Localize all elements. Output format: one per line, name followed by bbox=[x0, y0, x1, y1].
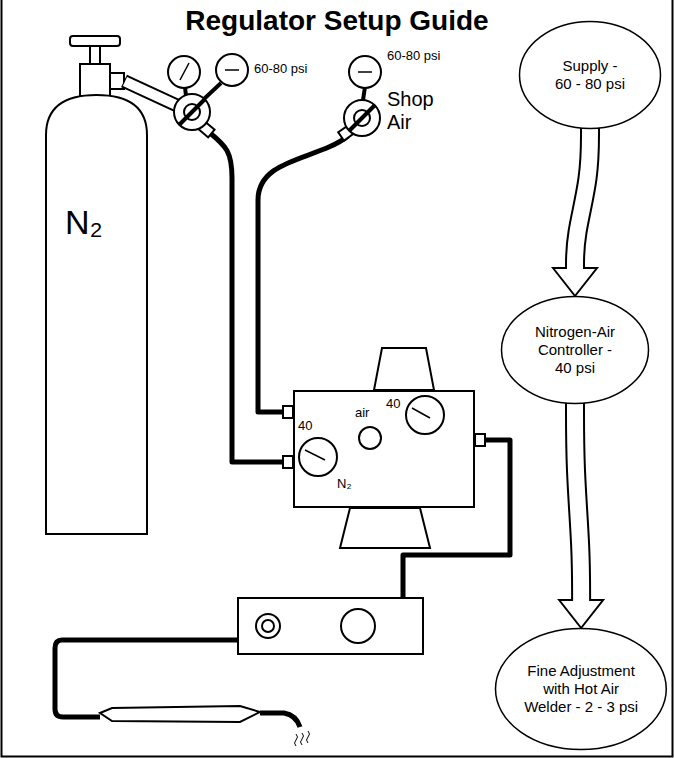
gauge-label: air bbox=[355, 405, 369, 421]
pressure-gauge bbox=[168, 56, 200, 88]
cylinder-outline bbox=[45, 90, 148, 535]
gun-hose bbox=[55, 640, 238, 717]
part-label: 60-80 psi bbox=[254, 62, 307, 77]
welder-knob bbox=[256, 614, 280, 638]
arrow-shaft-fill bbox=[575, 126, 590, 270]
gun-nozzle bbox=[260, 713, 300, 727]
cylinder-label: N₂ bbox=[65, 202, 103, 243]
hose-fitting bbox=[283, 456, 293, 468]
oval-outline bbox=[520, 22, 661, 129]
oval-outline bbox=[502, 297, 649, 404]
regulator-handle bbox=[349, 105, 375, 131]
node-text-holder: Nitrogen-Air Controller - 40 psi bbox=[530, 323, 620, 377]
gauge-needle bbox=[225, 69, 239, 71]
step-text: Fine Adjustment with Hot Air Welder - 2 … bbox=[523, 662, 639, 716]
valve-body bbox=[80, 64, 110, 96]
step-oval: Fine Adjustment with Hot Air Welder - 2 … bbox=[494, 627, 668, 751]
step-oval: Nitrogen-Air Controller - 40 psi bbox=[500, 295, 650, 405]
flow-arrow bbox=[553, 126, 597, 296]
diagram-title: Regulator Setup Guide bbox=[0, 4, 674, 38]
nitrogen-cylinder: N₂ bbox=[45, 90, 148, 535]
air-hose bbox=[258, 136, 348, 412]
regulator-handle bbox=[179, 99, 205, 125]
arrow-head bbox=[559, 600, 603, 628]
arrow-shaft-outline bbox=[575, 126, 590, 270]
pressure-gauge bbox=[349, 56, 381, 88]
gauge-needle bbox=[358, 71, 372, 73]
pressure-gauge bbox=[216, 54, 248, 86]
hose-fitting bbox=[475, 434, 485, 446]
gauge-label: 40 bbox=[298, 418, 312, 434]
regulator-body bbox=[174, 94, 210, 130]
part-label: 60-80 psi bbox=[387, 49, 440, 64]
arrow-shaft-outline bbox=[575, 401, 581, 602]
gauge-label: 40 bbox=[386, 396, 400, 412]
node-text-holder: Fine Adjustment with Hot Air Welder - 2 … bbox=[523, 662, 639, 716]
gauge-needle bbox=[180, 63, 189, 80]
arrow-head bbox=[553, 268, 597, 296]
flow-arrow bbox=[559, 401, 603, 628]
step-text: Nitrogen-Air Controller - 40 psi bbox=[530, 323, 620, 377]
part-label: Shop Air bbox=[387, 88, 439, 134]
gauge-needle bbox=[305, 450, 325, 460]
step-text: Supply - 60 - 80 psi bbox=[553, 57, 627, 93]
node-text-holder: Supply - 60 - 80 psi bbox=[553, 57, 627, 93]
gauge-label: N₂ bbox=[337, 476, 351, 492]
node-text-holder: N₂ bbox=[45, 90, 148, 535]
cylinder-outline bbox=[46, 95, 147, 534]
node-text-holder: air 40 40N₂ bbox=[295, 392, 473, 506]
nitrogen-gauge bbox=[299, 438, 337, 476]
valve-handwheel bbox=[70, 36, 120, 46]
controller-knob bbox=[359, 427, 381, 449]
controller-cap bbox=[374, 348, 434, 390]
regulator-body bbox=[344, 100, 380, 136]
hot-air-welder bbox=[238, 598, 423, 654]
oval-outline bbox=[496, 629, 667, 750]
welder-knob bbox=[262, 620, 274, 632]
heat-marks bbox=[295, 731, 310, 746]
step-oval: Supply - 60 - 80 psi bbox=[518, 20, 662, 130]
arrow-shaft-fill bbox=[575, 401, 581, 602]
air-gauge bbox=[406, 396, 444, 434]
welding-gun bbox=[100, 706, 260, 722]
controller-base bbox=[340, 508, 430, 548]
gauge-needle bbox=[412, 408, 430, 418]
nitrogen-air-controller: air 40 40N₂ bbox=[293, 390, 475, 508]
hose-fitting bbox=[283, 406, 293, 418]
welder-dial bbox=[341, 609, 375, 643]
gauge-stem bbox=[204, 83, 221, 99]
regulator-pipe bbox=[125, 82, 177, 106]
